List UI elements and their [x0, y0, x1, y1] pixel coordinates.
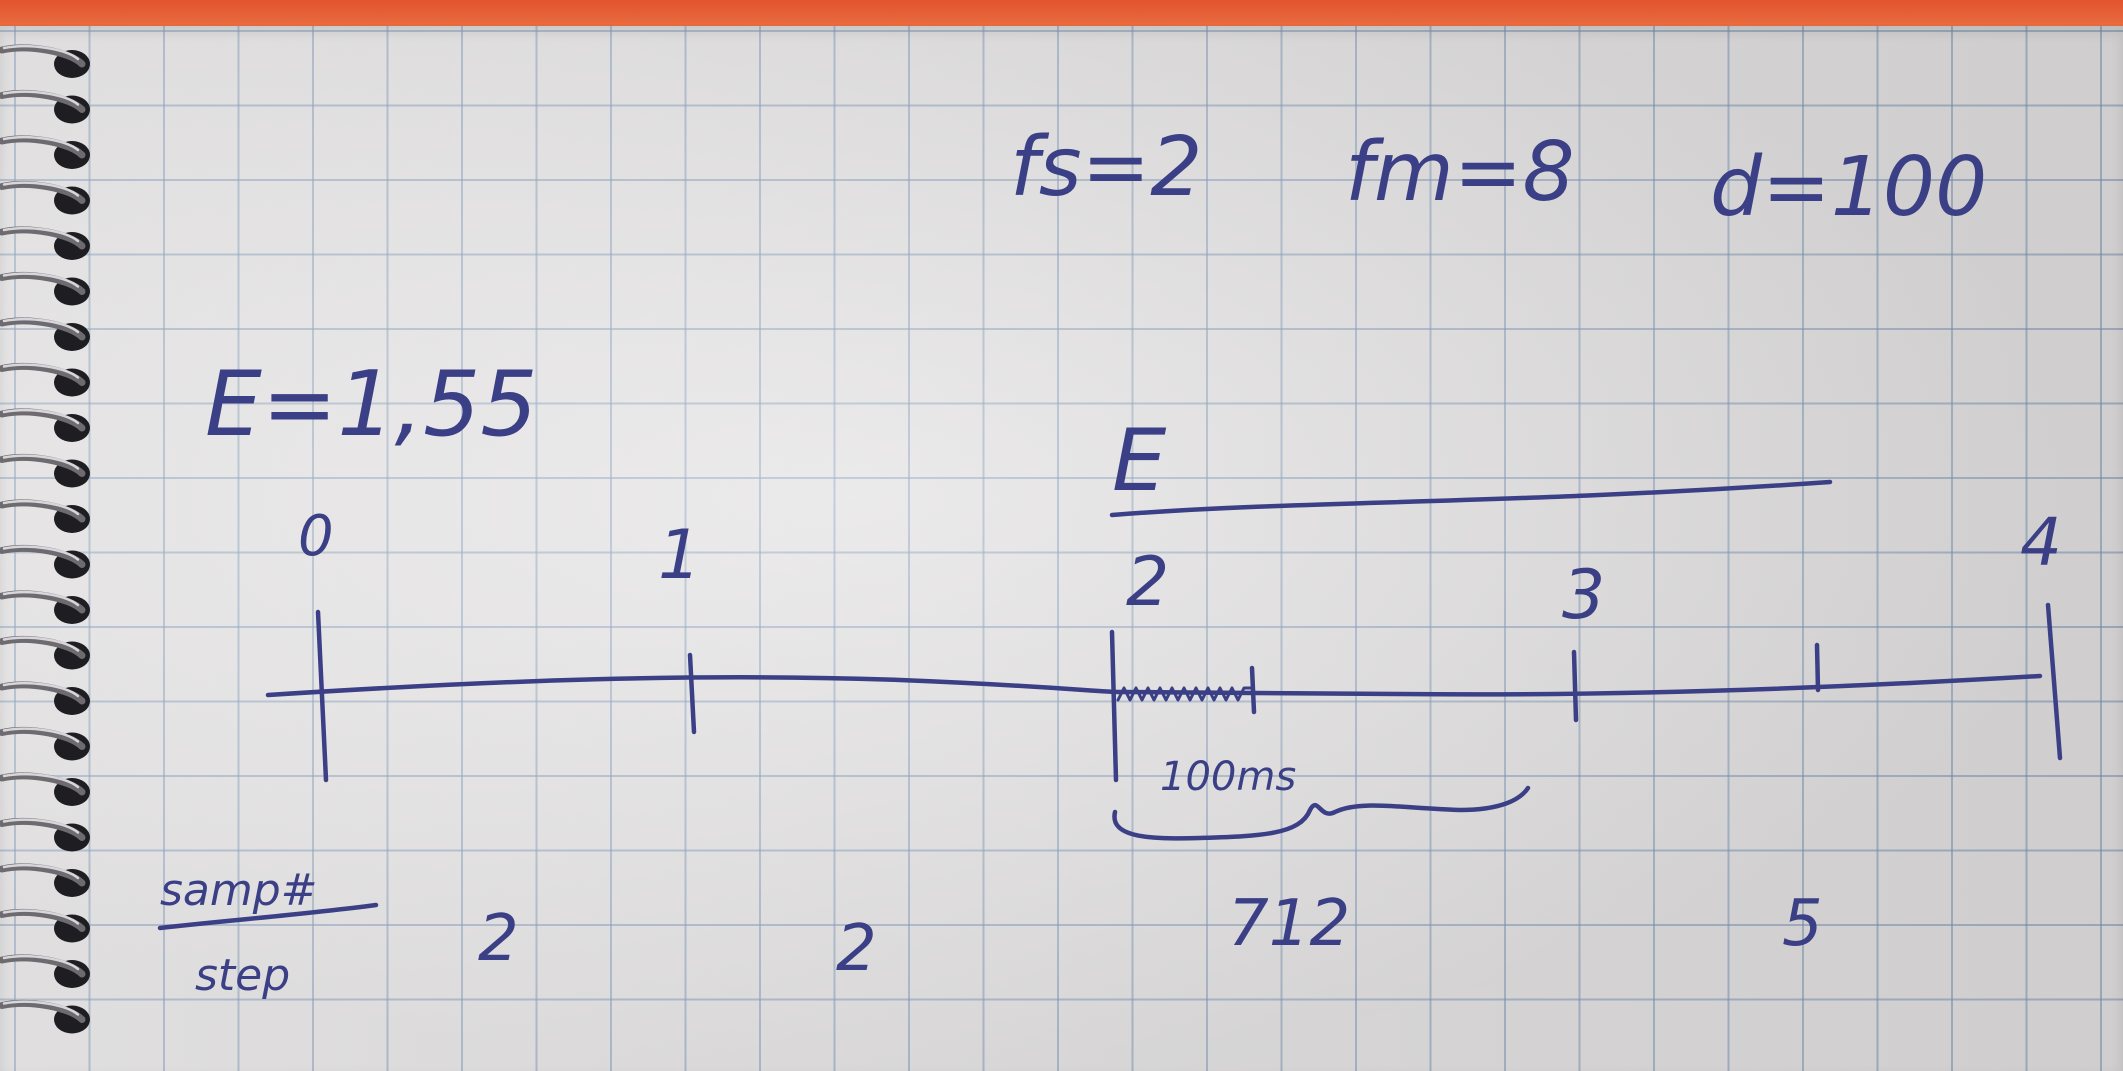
param-fm: fm=8: [1345, 125, 1575, 220]
fraction-bar: [157, 902, 379, 931]
marker-1: 1: [658, 516, 701, 595]
samples-value-3: 5: [1782, 887, 1823, 961]
samples-value-0: 2: [478, 902, 519, 976]
samples-value-2: 712: [1228, 887, 1350, 961]
spiral-coil: [0, 727, 90, 761]
spiral-coil: [0, 135, 90, 169]
spiral-coil: [0, 181, 90, 215]
sample-squiggle: [1116, 686, 1254, 702]
spiral-coil: [0, 909, 90, 943]
spiral-coil: [0, 863, 90, 897]
spiral-coil: [0, 636, 90, 670]
spiral-coil: [0, 954, 90, 988]
tick-2: [1109, 629, 1119, 783]
spiral-coil: [0, 408, 90, 442]
spiral-coil: [0, 681, 90, 715]
grid-paper: [0, 26, 2123, 1071]
spiral-binding: [0, 44, 90, 1034]
spiral-coil: [0, 44, 90, 78]
spiral-coil: [0, 226, 90, 260]
spiral-coil: [0, 454, 90, 488]
marker-2: 2: [1126, 543, 1169, 622]
marker-3: 3: [1562, 556, 1605, 635]
tick-0: [315, 609, 329, 783]
spiral-coil: [0, 1000, 90, 1034]
tick-3: [1571, 649, 1579, 723]
tick-1: [687, 652, 697, 735]
bracket-label-e: E: [1112, 411, 1167, 511]
tick-4: [2045, 602, 2063, 761]
spiral-coil: [0, 772, 90, 806]
spiral-coil: [0, 545, 90, 579]
spiral-coil: [0, 363, 90, 397]
samples-value-1: 2: [836, 912, 877, 986]
bracket-overline: [1109, 479, 1833, 518]
spiral-coil: [0, 818, 90, 852]
marker-4: 4: [2020, 504, 2062, 581]
tick-extra: [1814, 642, 1821, 693]
segment-note: 100ms: [1160, 754, 1296, 800]
param-d: d=100: [1710, 140, 1987, 235]
spiral-coil: [0, 499, 90, 533]
spiral-coil: [0, 590, 90, 624]
samples-label-bottom: step: [195, 950, 290, 1001]
curly-brace: [1112, 785, 1531, 841]
spiral-coil: [0, 317, 90, 351]
samples-label-top: samp#: [160, 865, 318, 916]
energy-value: E=1,55: [205, 352, 538, 457]
tick-2b: [1249, 665, 1257, 715]
spiral-coil: [0, 272, 90, 306]
marker-0: 0: [298, 504, 334, 569]
param-fs: fs=2: [1010, 120, 1202, 215]
spiral-coil: [0, 90, 90, 124]
timeline-axis: [265, 673, 2043, 698]
